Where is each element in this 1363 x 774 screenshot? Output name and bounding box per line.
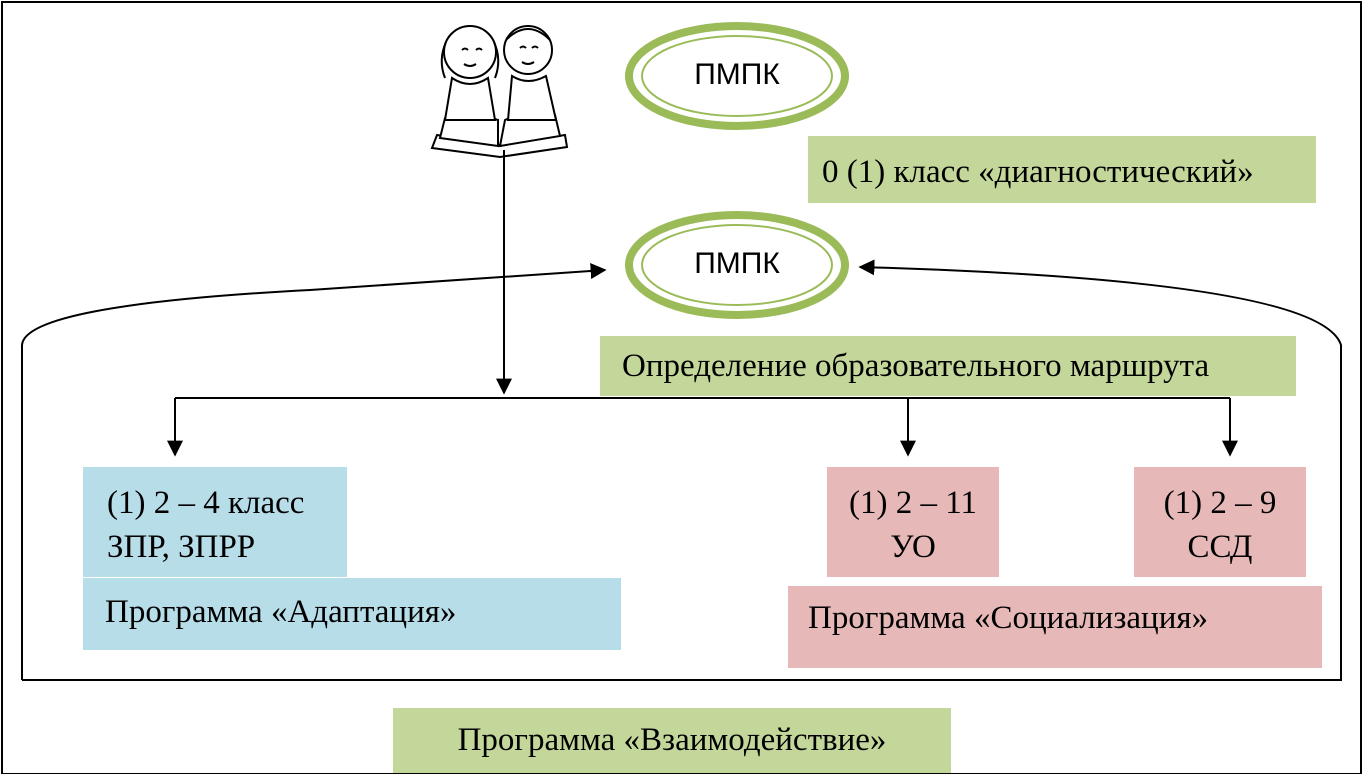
program-socialization-box: Программа «Социализация» bbox=[788, 586, 1322, 668]
oval-pmpk-top bbox=[625, 22, 849, 130]
children-reading-illustration bbox=[430, 25, 569, 159]
program-adaptation-text: Программа «Адаптация» bbox=[105, 594, 457, 630]
class-zpr-line2: ЗПР, ЗПРР bbox=[107, 529, 256, 565]
program-interaction-box: Программа «Взаимодействие» bbox=[393, 708, 951, 773]
class-ssd-line2: ССД bbox=[1187, 529, 1253, 565]
pmpk-middle-label: ПМПК bbox=[694, 247, 780, 280]
program-interaction-text: Программа «Взаимодействие» bbox=[457, 722, 887, 758]
class-uo-box: (1) 2 – 11 УО bbox=[827, 467, 999, 577]
route-box: Определение образовательного маршрута bbox=[600, 336, 1296, 396]
class-zpr-line1: (1) 2 – 4 класс bbox=[107, 485, 305, 521]
diagnostic-class-box: 0 (1) класс «диагностический» bbox=[808, 136, 1316, 203]
route-text: Определение образовательного маршрута bbox=[622, 348, 1210, 384]
class-uo-line1: (1) 2 – 11 bbox=[848, 485, 977, 521]
diagnostic-class-text: 0 (1) класс «диагностический» bbox=[822, 154, 1254, 190]
oval-pmpk-middle bbox=[625, 211, 849, 319]
program-socialization-text: Программа «Социализация» bbox=[808, 600, 1209, 636]
class-ssd-line1: (1) 2 – 9 bbox=[1163, 485, 1277, 521]
class-uo-line2: УО bbox=[890, 529, 936, 565]
class-ssd-box: (1) 2 – 9 ССД bbox=[1134, 467, 1306, 577]
pmpk-top-label: ПМПК bbox=[694, 58, 780, 91]
enclosure-left-arc bbox=[21, 262, 607, 680]
program-adaptation-box: Программа «Адаптация» bbox=[83, 578, 621, 650]
class-zpr-box: (1) 2 – 4 класс ЗПР, ЗПРР bbox=[83, 467, 347, 577]
enclosure-right-arc bbox=[22, 259, 1342, 681]
